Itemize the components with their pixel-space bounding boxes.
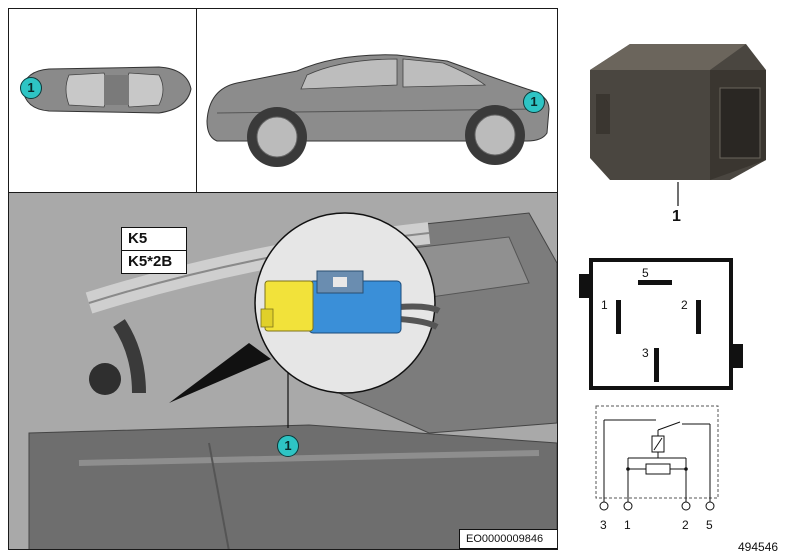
location-marker-engine-bay: 1 (277, 435, 299, 457)
engine-bay-illustration (9, 193, 557, 549)
side-view-panel: 1 (196, 8, 558, 194)
connector-label-k5: K5 (121, 227, 187, 251)
engine-bay-panel: K5 K5*2B 1 EO0000009846 (8, 192, 558, 550)
relay-part-illustration (590, 44, 766, 206)
relay-pin-layout-diagram (579, 258, 743, 390)
figure-id: 494546 (738, 540, 779, 554)
circuit-pin-1: 1 (624, 518, 631, 532)
image-code: EO0000009846 (459, 529, 557, 549)
pin-label-3: 3 (642, 346, 649, 360)
pin-label-1: 1 (601, 298, 608, 312)
top-view-panel: 1 (8, 8, 198, 194)
vehicle-top-view-illustration (9, 9, 197, 193)
connector-label-k5-2b: K5*2B (121, 250, 187, 274)
circuit-pin-3: 3 (600, 518, 607, 532)
circuit-pin-2: 2 (682, 518, 689, 532)
relay-part-number: 1 (672, 208, 681, 225)
relay-circuit-schematic (595, 405, 719, 511)
vehicle-side-view-illustration (197, 9, 557, 193)
pin-label-5: 5 (642, 266, 649, 280)
location-marker-top-view: 1 (20, 77, 42, 99)
location-marker-side-view: 1 (523, 91, 545, 113)
circuit-pin-5: 5 (706, 518, 713, 532)
pin-label-2: 2 (681, 298, 688, 312)
